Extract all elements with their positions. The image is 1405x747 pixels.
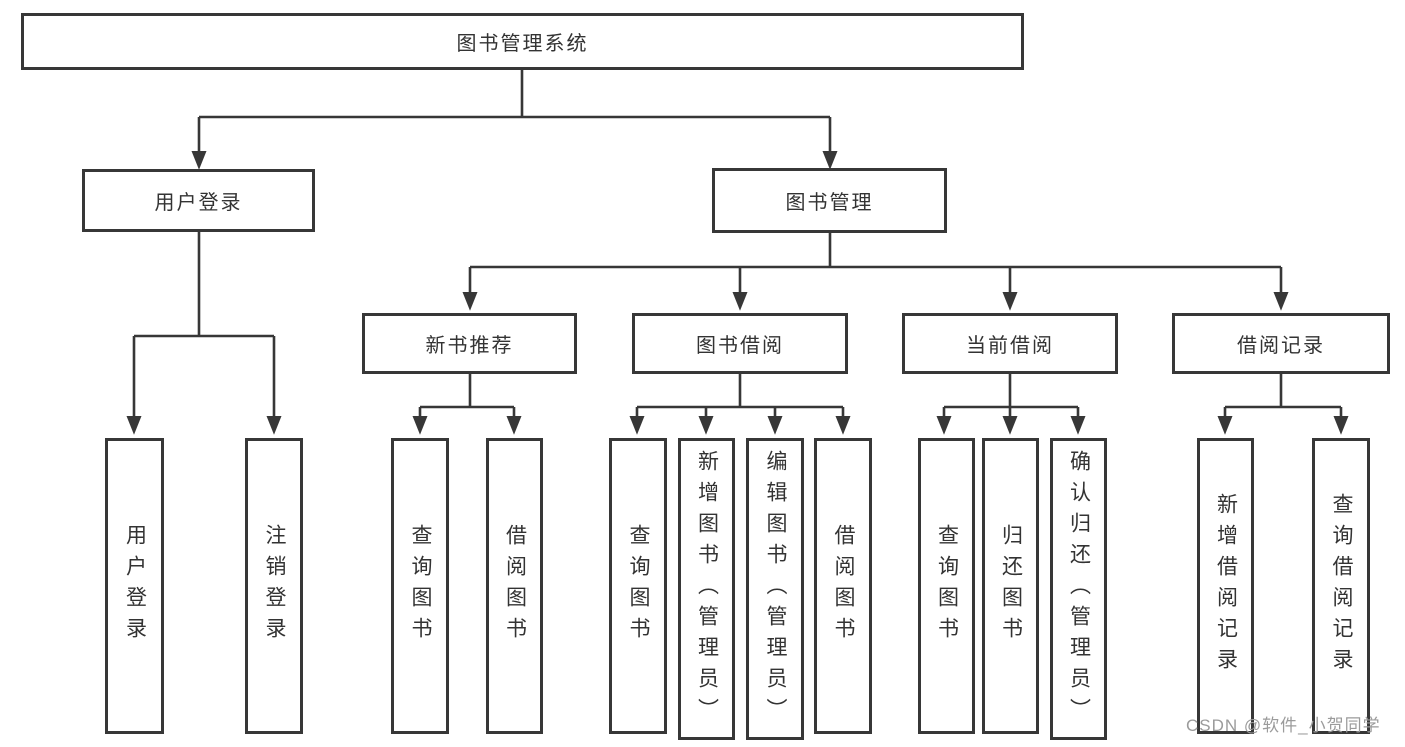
leaf-query-books-borrow: 查询图书 [609,438,667,734]
leaf-query-books-recommend: 查询图书 [391,438,449,734]
node-book-management: 图书管理 [712,168,947,233]
leaf-add-book-admin: 新增图书（管理员） [678,438,735,740]
leaf-borrow-books-recommend: 借阅图书 [486,438,543,734]
leaf-confirm-return-admin: 确认归还（管理员） [1050,438,1107,740]
leaf-add-borrow-record: 新增借阅记录 [1197,438,1254,734]
node-book-borrow: 图书借阅 [632,313,848,374]
leaf-borrow-books-borrow: 借阅图书 [814,438,872,734]
node-user-login: 用户登录 [82,169,315,232]
leaf-query-books-current: 查询图书 [918,438,975,734]
leaf-logout: 注销登录 [245,438,303,734]
leaf-return-books: 归还图书 [982,438,1039,734]
leaf-query-borrow-record: 查询借阅记录 [1312,438,1370,734]
node-new-book-recommend: 新书推荐 [362,313,577,374]
node-borrow-records: 借阅记录 [1172,313,1390,374]
leaf-edit-book-admin: 编辑图书（管理员） [746,438,804,740]
node-root-library-management-system: 图书管理系统 [21,13,1024,70]
node-current-borrow: 当前借阅 [902,313,1118,374]
leaf-user-login: 用户登录 [105,438,164,734]
